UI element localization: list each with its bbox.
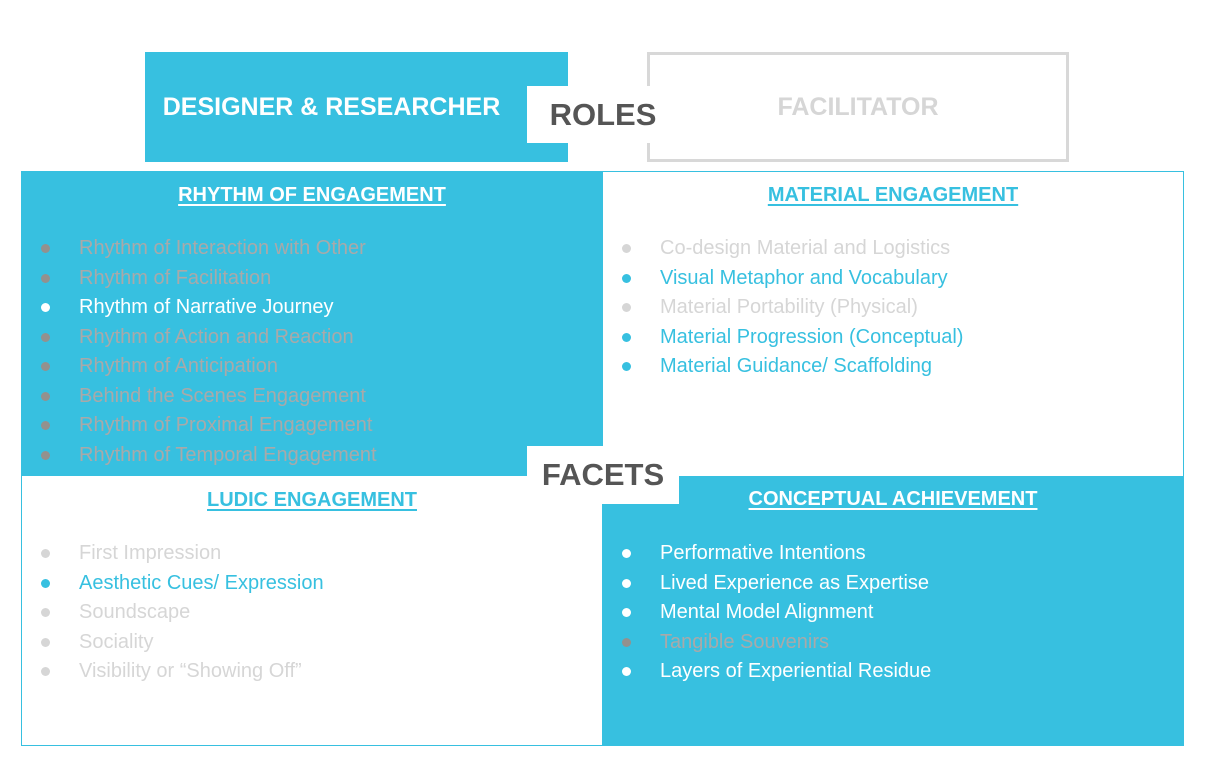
list-item-label: First Impression <box>79 542 222 564</box>
list-item: Co-design Material and Logistics <box>622 234 963 264</box>
bullet-dot-icon <box>41 667 50 676</box>
role-designer-researcher-label: DESIGNER & RESEARCHER <box>162 92 501 121</box>
list-item-label: Rhythm of Facilitation <box>79 266 272 289</box>
list-item-label: Rhythm of Proximal Engagement <box>79 414 373 436</box>
bullet-dot-icon <box>41 273 50 283</box>
quadrant-title-rhythm: RHYTHM OF ENGAGEMENT <box>178 184 446 206</box>
list-item: Material Progression (Conceptual) <box>622 323 964 353</box>
list-item: Rhythm of Facilitation <box>41 264 377 294</box>
quadrant-material-engagement: MATERIAL ENGAGEMENT Co-design Material a… <box>602 171 1184 476</box>
bullet-dot-icon <box>622 549 631 558</box>
list-item-label: Material Portability (Physical) <box>660 296 918 318</box>
bullet-dot-icon <box>41 391 50 401</box>
list-item: Lived Experience as Expertise <box>622 569 931 599</box>
bullet-dot-icon <box>622 303 631 312</box>
role-designer-researcher: DESIGNER & RESEARCHER <box>145 52 568 162</box>
list-item: Visibility or “Showing Off” <box>41 657 324 687</box>
list-item-label: Mental Model Alignment <box>660 601 874 623</box>
bullet-dot-icon <box>622 362 631 371</box>
bullet-dot-icon <box>41 450 50 460</box>
list-item-label: Co-design Material and Logistics <box>660 237 951 259</box>
bullet-dot-icon <box>622 244 631 253</box>
list-item: Sociality <box>41 628 324 658</box>
bullet-dot-icon <box>41 549 50 558</box>
list-item-label: Rhythm of Temporal Engagement <box>79 443 377 466</box>
list-item-label: Layers of Experiential Residue <box>660 660 932 682</box>
list-item: Soundscape <box>41 598 324 628</box>
role-facilitator-label: FACILITATOR <box>777 92 939 121</box>
bullet-dot-icon <box>41 421 50 430</box>
quadrant-title-conceptual: CONCEPTUAL ACHIEVEMENT <box>748 488 1038 510</box>
list-item-label: Rhythm of Action and Reaction <box>79 325 354 348</box>
list-item: Rhythm of Narrative Journey <box>41 293 377 323</box>
roles-label: ROLES <box>527 86 679 143</box>
list-item: Layers of Experiential Residue <box>622 657 932 687</box>
list-item-label: Rhythm of Anticipation <box>79 355 278 377</box>
quadrant-conceptual-achievement: CONCEPTUAL ACHIEVEMENT Performative Inte… <box>602 476 1184 746</box>
list-item: Rhythm of Anticipation <box>41 352 377 382</box>
bullet-dot-icon <box>41 578 50 588</box>
list-item-label: Performative Intentions <box>660 542 866 564</box>
bullet-dot-icon <box>41 608 50 617</box>
list-item: Visual Metaphor and Vocabulary <box>622 264 963 294</box>
quadrant-title-ludic: LUDIC ENGAGEMENT <box>207 489 417 511</box>
list-item-label: Lived Experience as Expertise <box>660 571 930 594</box>
bullet-dot-icon <box>41 244 50 253</box>
role-facilitator: FACILITATOR <box>647 52 1069 162</box>
list-item-label: Visual Metaphor and Vocabulary <box>660 266 948 289</box>
list-item-label: Visibility or “Showing Off” <box>79 660 302 682</box>
list-item: Rhythm of Action and Reaction <box>41 323 377 353</box>
bullet-dot-icon <box>41 303 50 312</box>
list-item: Behind the Scenes Engagement <box>41 382 377 412</box>
quadrant-rhythm-of-engagement: RHYTHM OF ENGAGEMENT Rhythm of Interacti… <box>21 171 603 476</box>
list-item-label: Behind the Scenes Engagement <box>79 384 366 407</box>
list-item: Material Guidance/ Scaffolding <box>622 352 963 382</box>
bullet-dot-icon <box>622 637 631 647</box>
list-item: Rhythm of Interaction with Other <box>41 234 377 264</box>
facets-label: FACETS <box>527 446 679 504</box>
bullet-dot-icon <box>41 332 50 342</box>
list-item-label: Sociality <box>79 630 154 653</box>
list-item: Rhythm of Temporal Engagement <box>41 441 377 471</box>
list-item-label: Aesthetic Cues/ Expression <box>79 571 324 594</box>
list-item: Aesthetic Cues/ Expression <box>41 569 324 599</box>
bullet-dot-icon <box>622 667 631 676</box>
list-item: Performative Intentions <box>622 539 931 569</box>
quadrant-title-material: MATERIAL ENGAGEMENT <box>767 184 1019 206</box>
bullet-dot-icon <box>622 608 631 617</box>
list-item-label: Material Progression (Conceptual) <box>660 325 964 348</box>
list-item: Rhythm of Proximal Engagement <box>41 411 377 441</box>
list-item-label: Tangible Souvenirs <box>660 630 829 653</box>
list-item-label: Rhythm of Interaction with Other <box>79 237 366 259</box>
list-item-label: Soundscape <box>79 601 191 623</box>
bullet-dot-icon <box>622 578 631 588</box>
bullet-dot-icon <box>622 332 631 342</box>
bullet-dot-icon <box>41 362 50 371</box>
list-item: First Impression <box>41 539 324 569</box>
list-item-label: Material Guidance/ Scaffolding <box>660 355 933 377</box>
list-item-label: Rhythm of Narrative Journey <box>79 296 334 318</box>
bullet-dot-icon <box>41 637 50 647</box>
bullet-dot-icon <box>622 273 631 283</box>
list-item: Tangible Souvenirs <box>622 628 931 658</box>
list-item: Mental Model Alignment <box>622 598 931 628</box>
list-item: Material Portability (Physical) <box>622 293 963 323</box>
